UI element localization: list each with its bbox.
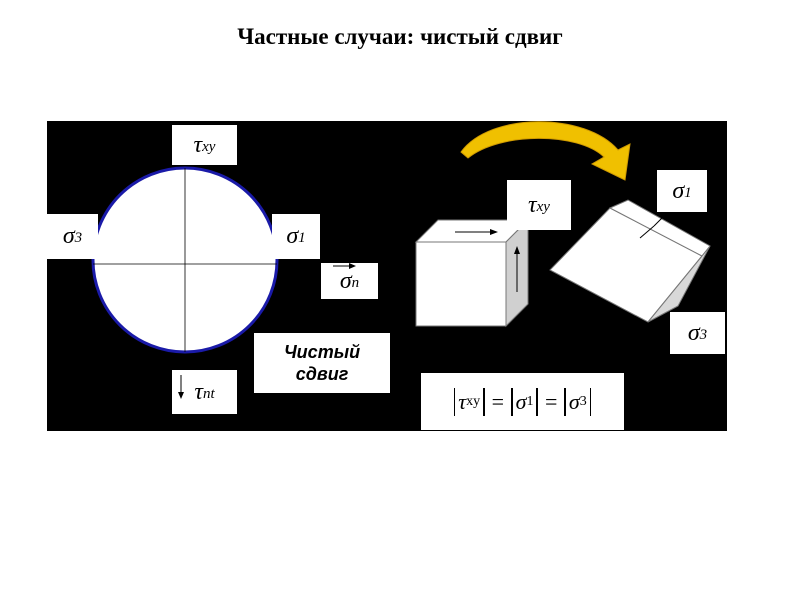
abs-bar <box>511 387 513 416</box>
abs-bar <box>589 387 592 416</box>
abs-bar <box>453 387 456 416</box>
slide-title: Частные случаи: чистый сдвиг <box>237 24 563 49</box>
pure-shear-note: Чистый сдвиг <box>254 333 390 393</box>
abs-bar <box>483 387 485 416</box>
abs-bar <box>564 387 566 416</box>
abs-bar <box>536 387 538 416</box>
rotation-arrow <box>460 121 631 181</box>
cube-rotated <box>549 199 711 323</box>
